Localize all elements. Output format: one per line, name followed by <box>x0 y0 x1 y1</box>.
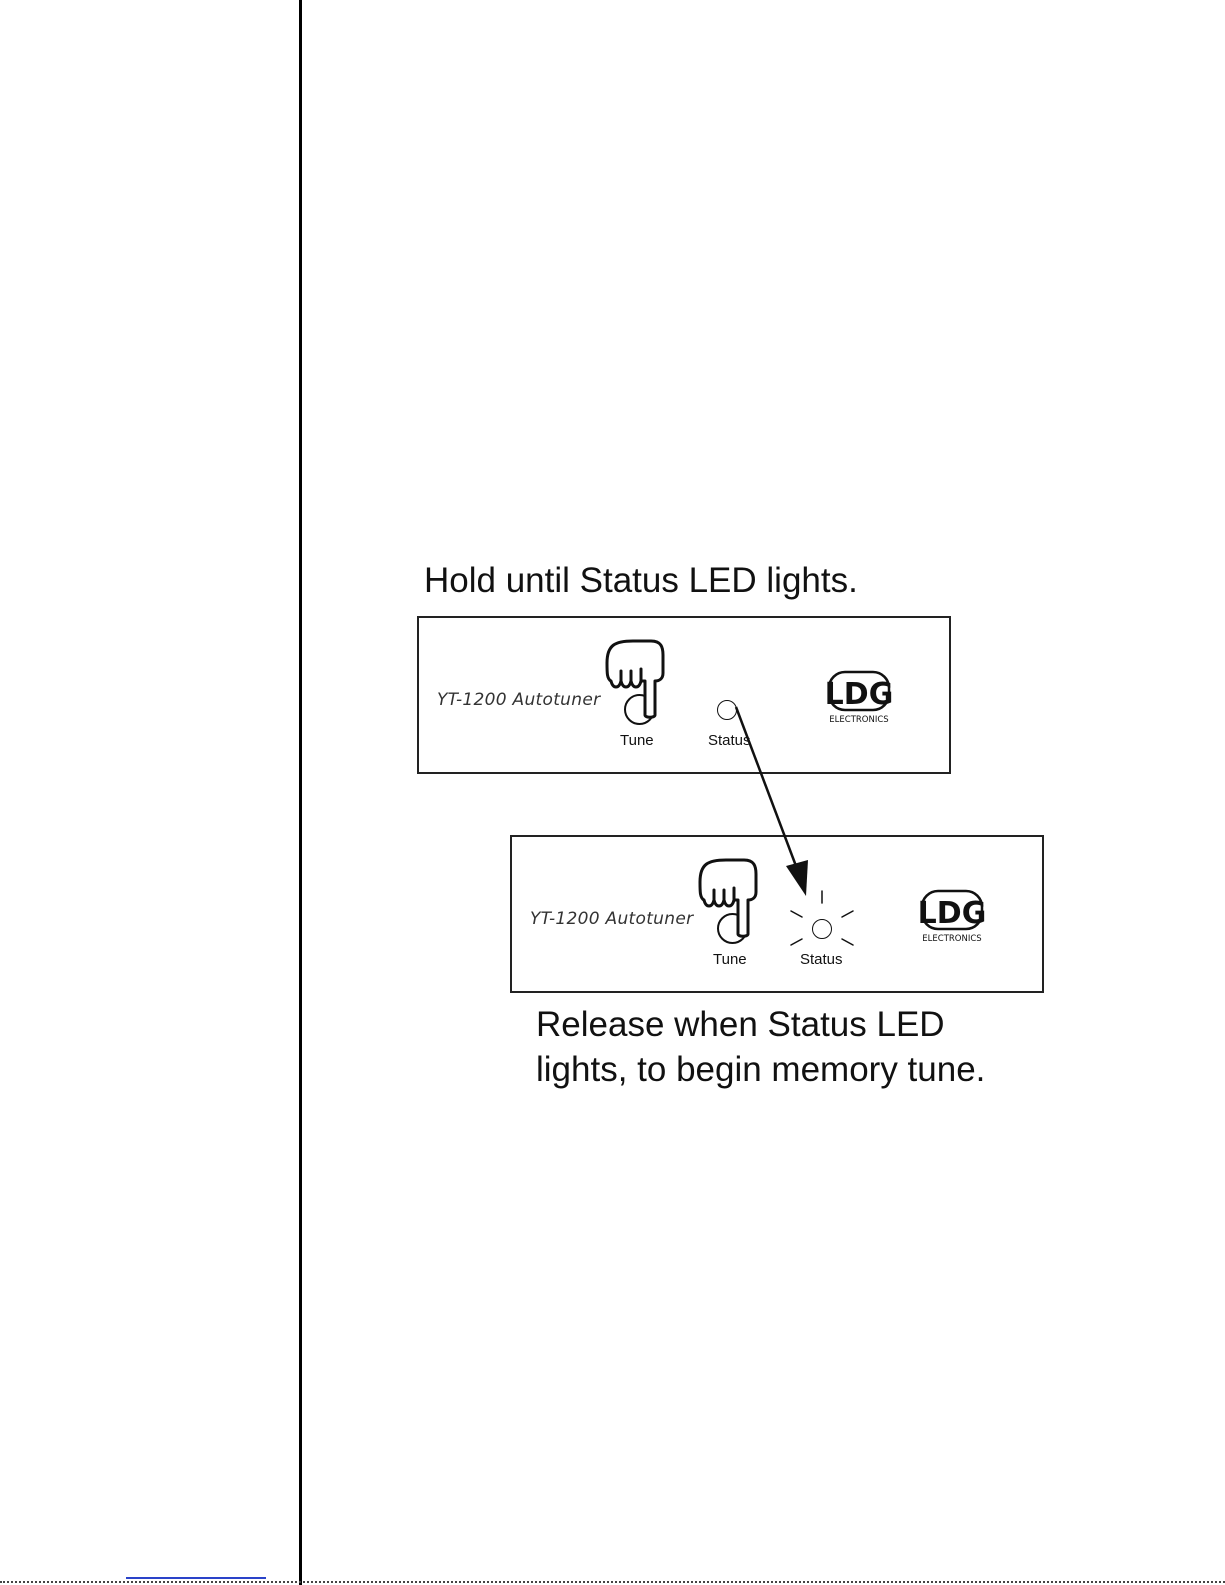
tuner-panel-hold: YT-1200 Autotuner Tune Status LDG ELECTR… <box>417 616 951 774</box>
footer-dotted-rule <box>0 1581 1225 1583</box>
release-line-2: lights, to begin memory tune. <box>536 1047 985 1092</box>
status-led <box>717 700 737 720</box>
logo-text: LDG <box>825 677 894 712</box>
ldg-logo: LDG ELECTRONICS <box>819 668 899 728</box>
footer-link-underline <box>126 1577 266 1579</box>
logo-subtext: ELECTRONICS <box>922 934 981 944</box>
ldg-logo: LDG ELECTRONICS <box>912 887 992 947</box>
status-led-lit <box>812 919 832 939</box>
model-label: YT-1200 Autotuner <box>530 909 693 929</box>
status-label: Status <box>800 951 843 968</box>
logo-subtext: ELECTRONICS <box>829 715 888 725</box>
logo-text: LDG <box>918 896 987 931</box>
tune-label: Tune <box>713 951 747 968</box>
release-instruction: Release when Status LED lights, to begin… <box>536 1002 985 1092</box>
pointing-hand-icon <box>696 856 758 938</box>
tuner-panel-release: YT-1200 Autotuner Tune Status LDG ELECTR… <box>510 835 1044 993</box>
pointing-hand-icon <box>603 637 665 719</box>
status-label: Status <box>708 732 751 749</box>
release-line-1: Release when Status LED <box>536 1002 985 1047</box>
tune-label: Tune <box>620 732 654 749</box>
hold-instruction: Hold until Status LED lights. <box>424 558 858 603</box>
page-margin-rule <box>299 0 302 1585</box>
model-label: YT-1200 Autotuner <box>437 690 600 710</box>
